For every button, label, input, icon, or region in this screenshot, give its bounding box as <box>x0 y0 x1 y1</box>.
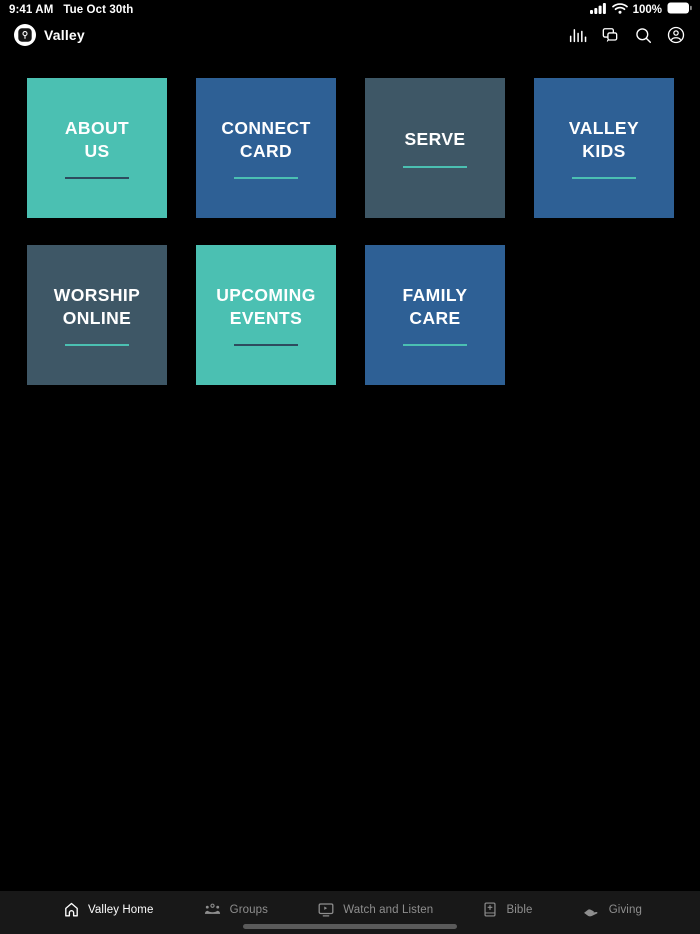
tile-label: WORSHIP ONLINE <box>53 284 141 328</box>
tile-family-care[interactable]: FAMILY CARE <box>365 245 505 385</box>
watch-listen-icon <box>316 900 336 919</box>
tile-label: UPCOMING EVENTS <box>216 284 316 328</box>
wifi-icon <box>611 1 628 19</box>
tab-label: Groups <box>229 903 268 916</box>
home-indicator[interactable] <box>243 924 457 929</box>
tile-underline <box>572 177 636 180</box>
tile-about-us[interactable]: ABOUT US <box>27 78 167 218</box>
tile-upcoming-events[interactable]: UPCOMING EVENTS <box>196 245 336 385</box>
status-right: 100% <box>589 1 692 19</box>
tile-label: CONNECT CARD <box>221 117 311 161</box>
tile-underline <box>234 177 298 180</box>
tab-watch-and-listen[interactable]: Watch and Listen <box>316 900 433 919</box>
tab-label: Bible <box>506 903 533 916</box>
tab-giving[interactable]: Giving <box>581 900 642 919</box>
tab-bible[interactable]: Bible <box>481 900 532 919</box>
profile-icon[interactable] <box>666 25 686 45</box>
status-bar: 9:41 AM Tue Oct 30th 100% <box>0 0 700 20</box>
tile-underline <box>234 344 298 347</box>
cellular-signal-icon <box>589 1 607 19</box>
search-icon[interactable] <box>633 25 653 45</box>
tab-groups[interactable]: Groups <box>202 900 268 919</box>
tile-label: ABOUT US <box>64 117 130 161</box>
tab-label: Watch and Listen <box>343 903 434 916</box>
tile-underline <box>403 165 467 168</box>
groups-icon <box>202 900 223 919</box>
tile-underline <box>403 344 467 347</box>
tile-label: FAMILY CARE <box>402 284 468 328</box>
giving-icon <box>581 900 602 919</box>
status-date: Tue Oct 30th <box>63 4 134 16</box>
tab-valley-home[interactable]: Valley Home <box>62 900 153 919</box>
tile-serve[interactable]: SERVE <box>365 78 505 218</box>
tile-label: SERVE <box>404 129 466 150</box>
stats-icon[interactable] <box>567 25 587 45</box>
tab-label: Giving <box>608 903 642 916</box>
valley-logo-icon <box>14 24 36 46</box>
tab-label: Valley Home <box>88 903 154 916</box>
bible-icon <box>481 900 499 919</box>
tile-worship-online[interactable]: WORSHIP ONLINE <box>27 245 167 385</box>
tile-connect-card[interactable]: CONNECT CARD <box>196 78 336 218</box>
battery-percent: 100% <box>632 4 662 16</box>
header-actions <box>567 25 686 45</box>
header: Valley <box>0 20 700 50</box>
tile-valley-kids[interactable]: VALLEY KIDS <box>534 78 674 218</box>
status-time: 9:41 AM <box>9 4 54 16</box>
home-icon <box>62 900 81 919</box>
messages-icon[interactable] <box>600 25 620 45</box>
battery-icon <box>667 1 692 19</box>
tile-label: VALLEY KIDS <box>568 117 640 161</box>
status-left: 9:41 AM Tue Oct 30th <box>9 4 133 16</box>
tile-underline <box>65 344 129 347</box>
tile-grid: ABOUT US CONNECT CARD SERVE VALLEY KIDS WORS… <box>27 78 674 385</box>
app-name: Valley <box>44 27 85 43</box>
tile-underline <box>65 177 129 180</box>
